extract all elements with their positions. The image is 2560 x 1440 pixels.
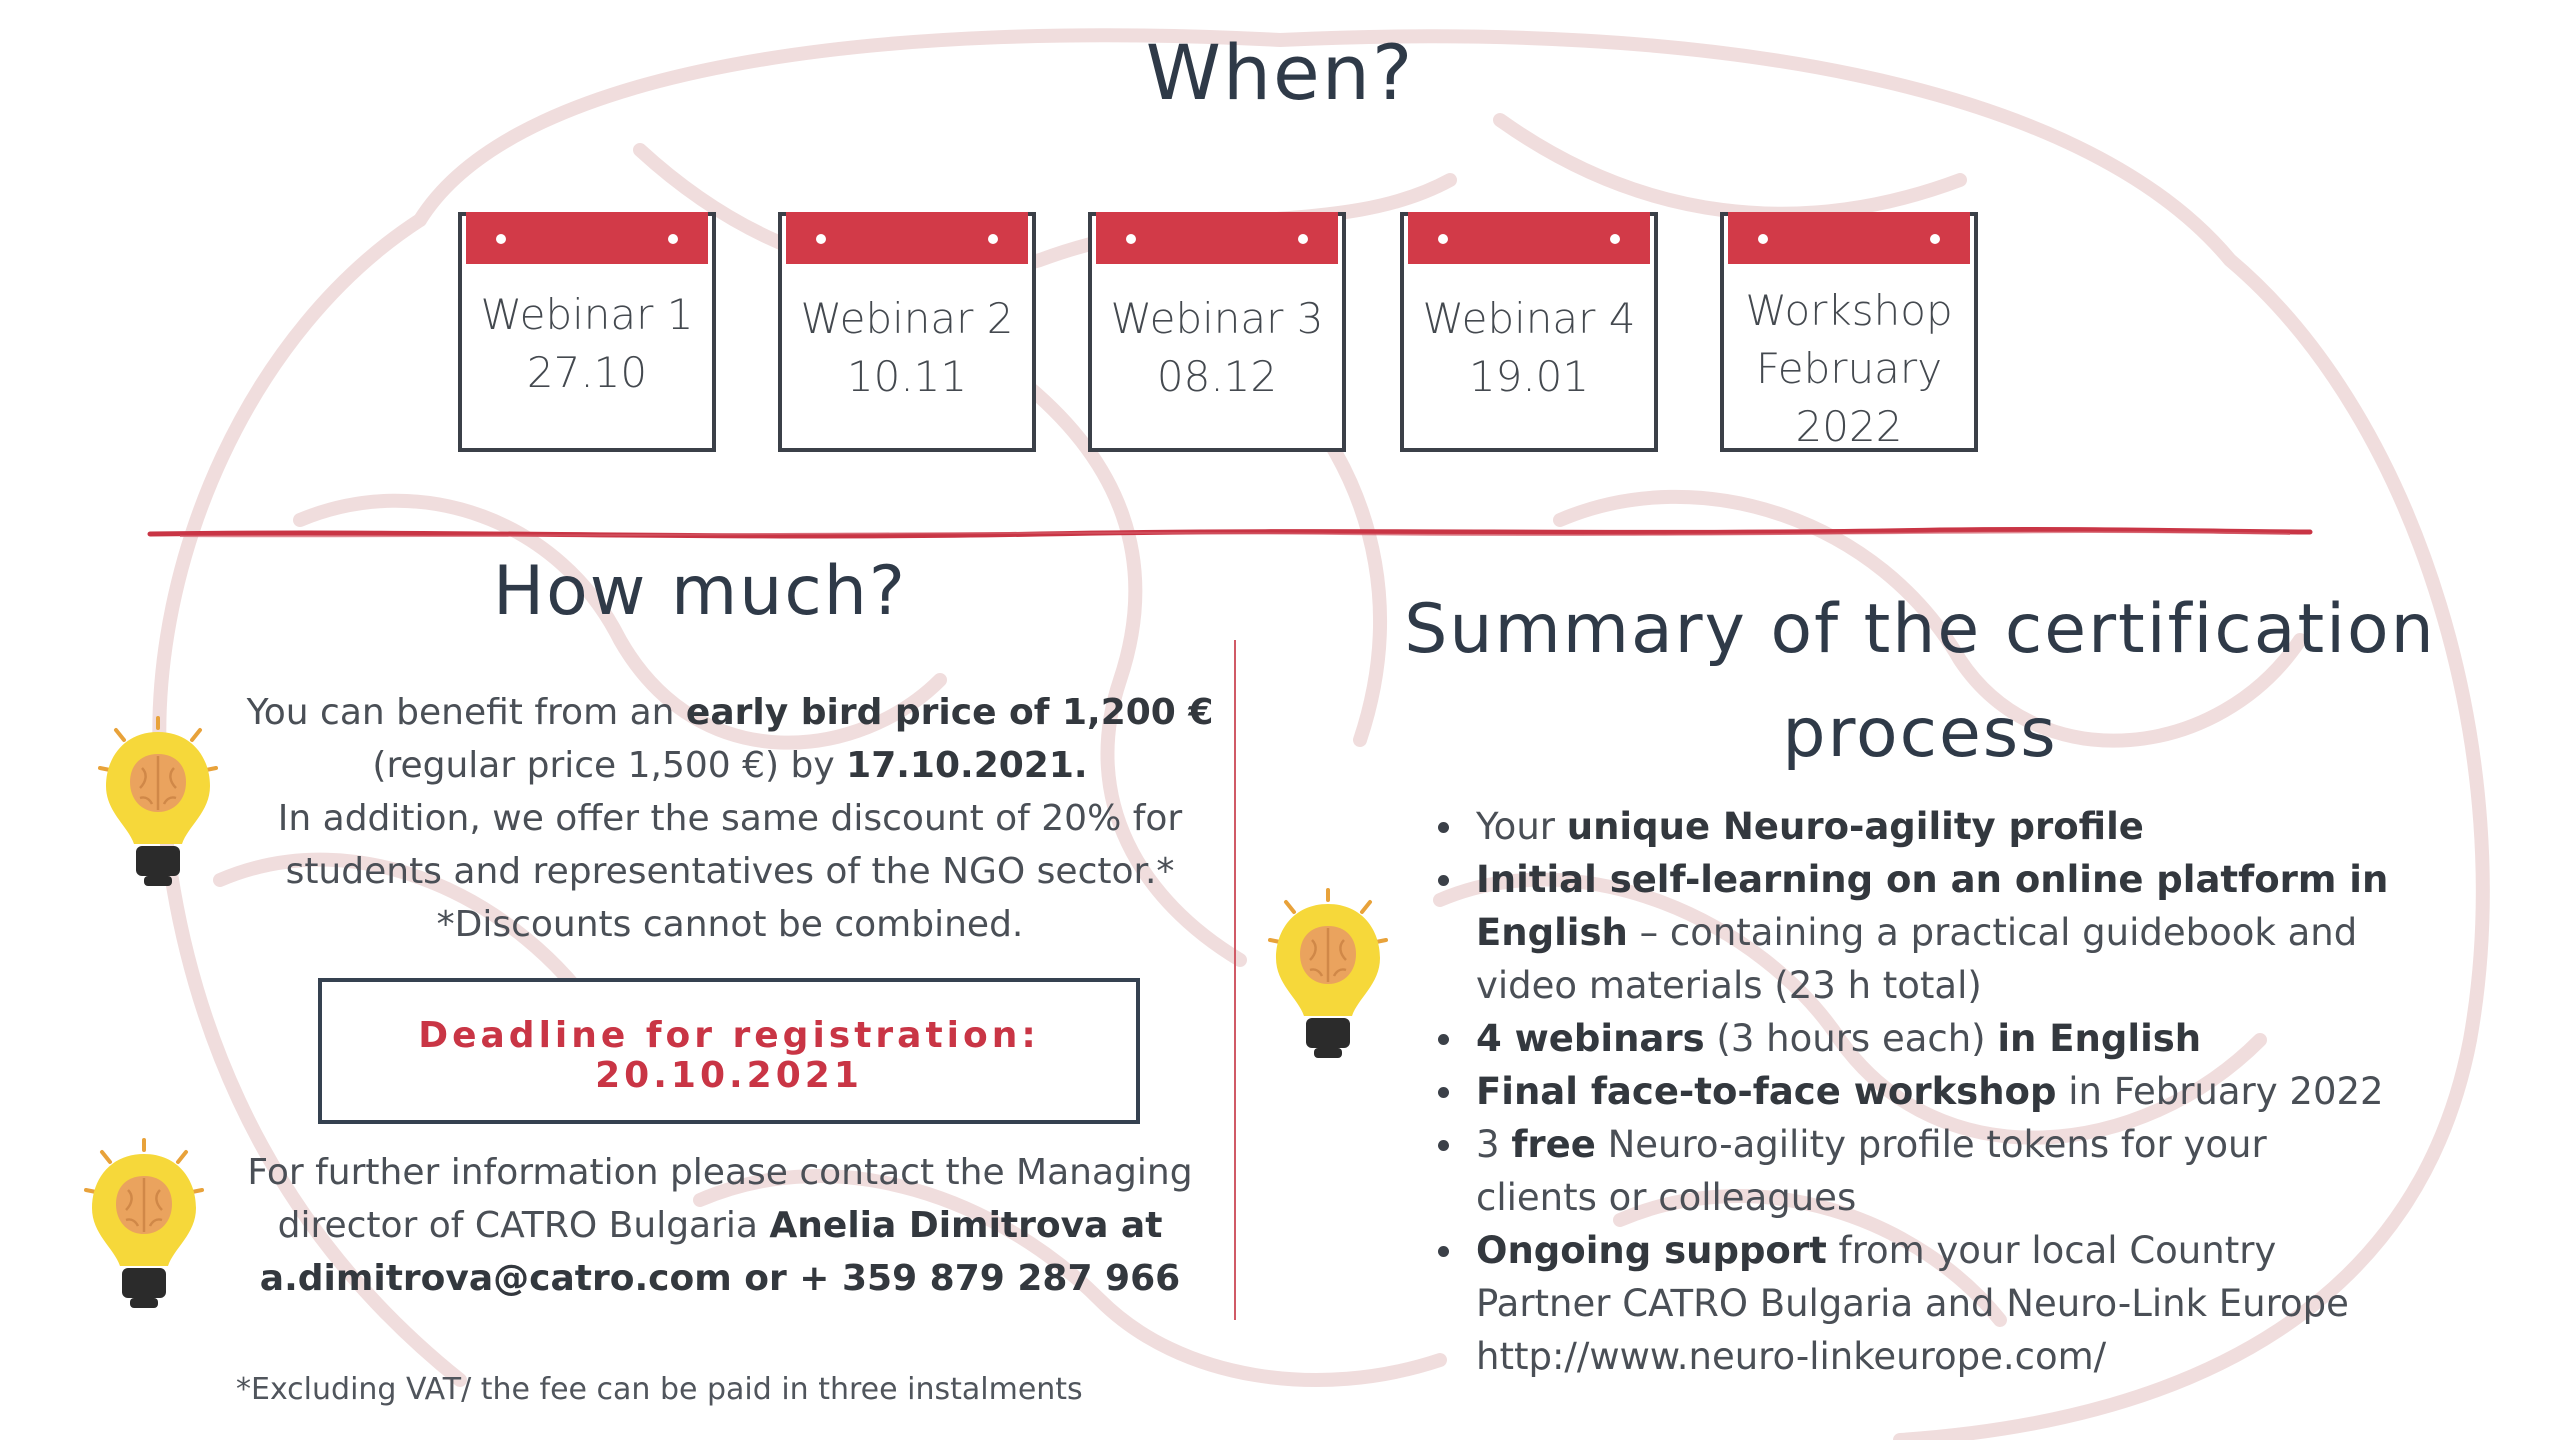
section-divider bbox=[147, 526, 2313, 539]
calendar-header bbox=[466, 212, 708, 264]
registration-deadline-box: Deadline for registration: 20.10.2021 bbox=[318, 978, 1140, 1124]
event-card-workshop: Workshop February 2022 bbox=[1720, 212, 1978, 452]
list-item: 3 free Neuro-agility profile tokens for … bbox=[1432, 1118, 2392, 1224]
lightbulb-brain-icon bbox=[98, 716, 218, 886]
event-date: 27.10 bbox=[526, 348, 648, 397]
summary-heading: Summary of the certification process bbox=[1404, 590, 2436, 773]
event-card-webinar-1: Webinar 1 27.10 bbox=[458, 212, 716, 452]
event-date: 19.01 bbox=[1468, 352, 1590, 401]
calendar-header bbox=[786, 212, 1028, 264]
how-much-heading: How much? bbox=[493, 552, 907, 631]
event-date: 08.12 bbox=[1156, 352, 1278, 401]
event-card-webinar-2: Webinar 2 10.11 bbox=[778, 212, 1036, 452]
contact-text: For further information please contact t… bbox=[220, 1146, 1220, 1305]
contact-email-phone[interactable]: a.dimitrova@catro.com or + 359 879 287 9… bbox=[259, 1258, 1181, 1299]
footnote: *Excluding VAT/ the fee can be paid in t… bbox=[236, 1372, 1083, 1407]
when-heading: When? bbox=[1145, 28, 1415, 117]
event-label: Workshop bbox=[1745, 286, 1953, 335]
list-item: Final face-to-face workshop in February … bbox=[1432, 1065, 2392, 1118]
event-year: 2022 bbox=[1795, 402, 1903, 451]
event-label: Webinar 4 bbox=[1422, 294, 1636, 343]
event-date: 10.11 bbox=[846, 352, 968, 401]
lightbulb-brain-icon bbox=[1268, 888, 1388, 1058]
event-card-webinar-3: Webinar 3 08.12 bbox=[1088, 212, 1346, 452]
pricing-text: You can benefit from an early bird price… bbox=[246, 692, 1214, 945]
event-card-webinar-4: Webinar 4 19.01 bbox=[1400, 212, 1658, 452]
calendar-header bbox=[1728, 212, 1970, 264]
list-item: Your unique Neuro-agility profile bbox=[1432, 800, 2392, 853]
event-label: Webinar 3 bbox=[1110, 294, 1324, 343]
deadline-date: 20.10.2021 bbox=[595, 1055, 863, 1096]
lightbulb-brain-icon bbox=[84, 1138, 204, 1308]
certification-steps-list: Your unique Neuro-agility profile Initia… bbox=[1432, 800, 2392, 1383]
event-label: Webinar 2 bbox=[800, 294, 1014, 343]
calendar-header bbox=[1096, 212, 1338, 264]
column-divider bbox=[1233, 640, 1237, 1320]
event-label: Webinar 1 bbox=[480, 290, 694, 339]
event-date: February bbox=[1755, 344, 1943, 393]
list-item: 4 webinars (3 hours each) in English bbox=[1432, 1012, 2392, 1065]
list-item: Ongoing support from your local Country … bbox=[1432, 1224, 2392, 1383]
deadline-label: Deadline for registration: bbox=[418, 1015, 1040, 1056]
list-item: Initial self-learning on an online platf… bbox=[1432, 853, 2392, 1012]
calendar-header bbox=[1408, 212, 1650, 264]
